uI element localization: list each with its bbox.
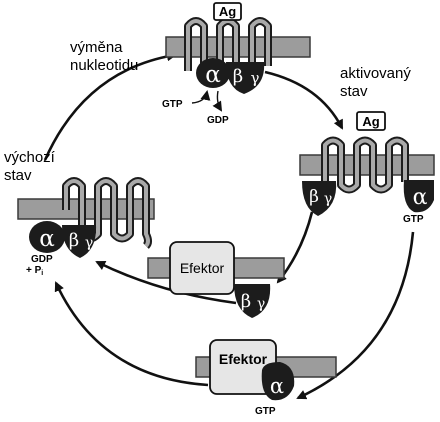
cycle-arrows (43, 51, 415, 400)
gdp-out-label: GDP (207, 115, 229, 126)
arrow-to-alpha-effector (296, 231, 415, 400)
alpha-label-left: α (39, 226, 55, 252)
gamma-label-mid: γ (257, 296, 265, 312)
arrow-beta-gamma-return (95, 260, 237, 305)
antigen-label-top: Ag (219, 4, 236, 19)
effector-label-bottom: Efektor (219, 351, 268, 367)
gtp-label-right: GTP (403, 214, 424, 225)
alpha-label-top: α (205, 62, 221, 88)
beta-label-mid: β (241, 291, 251, 312)
label-resting-2: stav (4, 167, 32, 184)
alpha-subunit-bottom (261, 362, 295, 401)
arrow-gdp-out (212, 90, 223, 112)
gtp-in-label: GTP (162, 99, 183, 110)
alpha-subunit-left (29, 221, 65, 253)
alpha-label-right: α (413, 185, 428, 210)
antigen-box-top (213, 2, 242, 21)
label-resting-1: výchozí (4, 149, 56, 166)
arrow-alpha-return (54, 281, 209, 387)
beta-label-left: β (69, 230, 79, 251)
complex-resting: α β γ GDP + Pi (17, 177, 155, 277)
gtp-label-bottom: GTP (255, 406, 276, 417)
effector-label-mid: Efektor (180, 260, 225, 276)
label-activated-2: stav (340, 83, 368, 100)
receptor-right-inner (323, 138, 407, 192)
arrow-to-nucleotide-exchange (43, 51, 177, 161)
complex-activated: Ag β γ α GTP (299, 111, 435, 225)
beta-label-top: β (233, 66, 243, 87)
state-labels: výměna nukleotidu aktivovaný stav výchoz… (4, 39, 411, 184)
label-activated-1: aktivovaný (340, 65, 411, 82)
receptor-left-inner (64, 179, 150, 248)
receptor-top-inner (186, 19, 270, 78)
gamma-label-top: γ (251, 69, 260, 87)
beta-gamma-top (226, 62, 265, 94)
arrow-to-activated-state (264, 70, 344, 130)
effector-box-mid (169, 241, 235, 295)
alpha-label-bottom: α (270, 374, 284, 398)
arrow-gtp-in (191, 90, 211, 104)
beta-gamma-left (62, 225, 97, 258)
antigen-box-right (356, 111, 386, 131)
complex-alpha-effector: Efektor α GTP (195, 339, 337, 417)
label-nucleotide-exchange-2: nukleotidu (70, 57, 138, 74)
beta-gamma-mid (234, 284, 271, 318)
beta-label-right: β (309, 187, 319, 207)
gamma-label-left: γ (85, 235, 93, 251)
complex-nucleotide-exchange: Ag α β γ GTP GDP (162, 2, 311, 126)
antigen-label-right: Ag (362, 114, 379, 129)
membrane-right (299, 154, 435, 176)
complex-beta-gamma-effector: Efektor β γ (147, 241, 285, 318)
gdp-label-left: GDP (31, 254, 53, 265)
label-nucleotide-exchange-1: výměna (70, 39, 123, 56)
alpha-subunit-top (196, 58, 230, 88)
alpha-subunit-right (403, 180, 434, 213)
gamma-label-right: γ (324, 191, 332, 207)
beta-gamma-right (302, 181, 337, 216)
pi-label-left: + Pi (26, 265, 43, 277)
